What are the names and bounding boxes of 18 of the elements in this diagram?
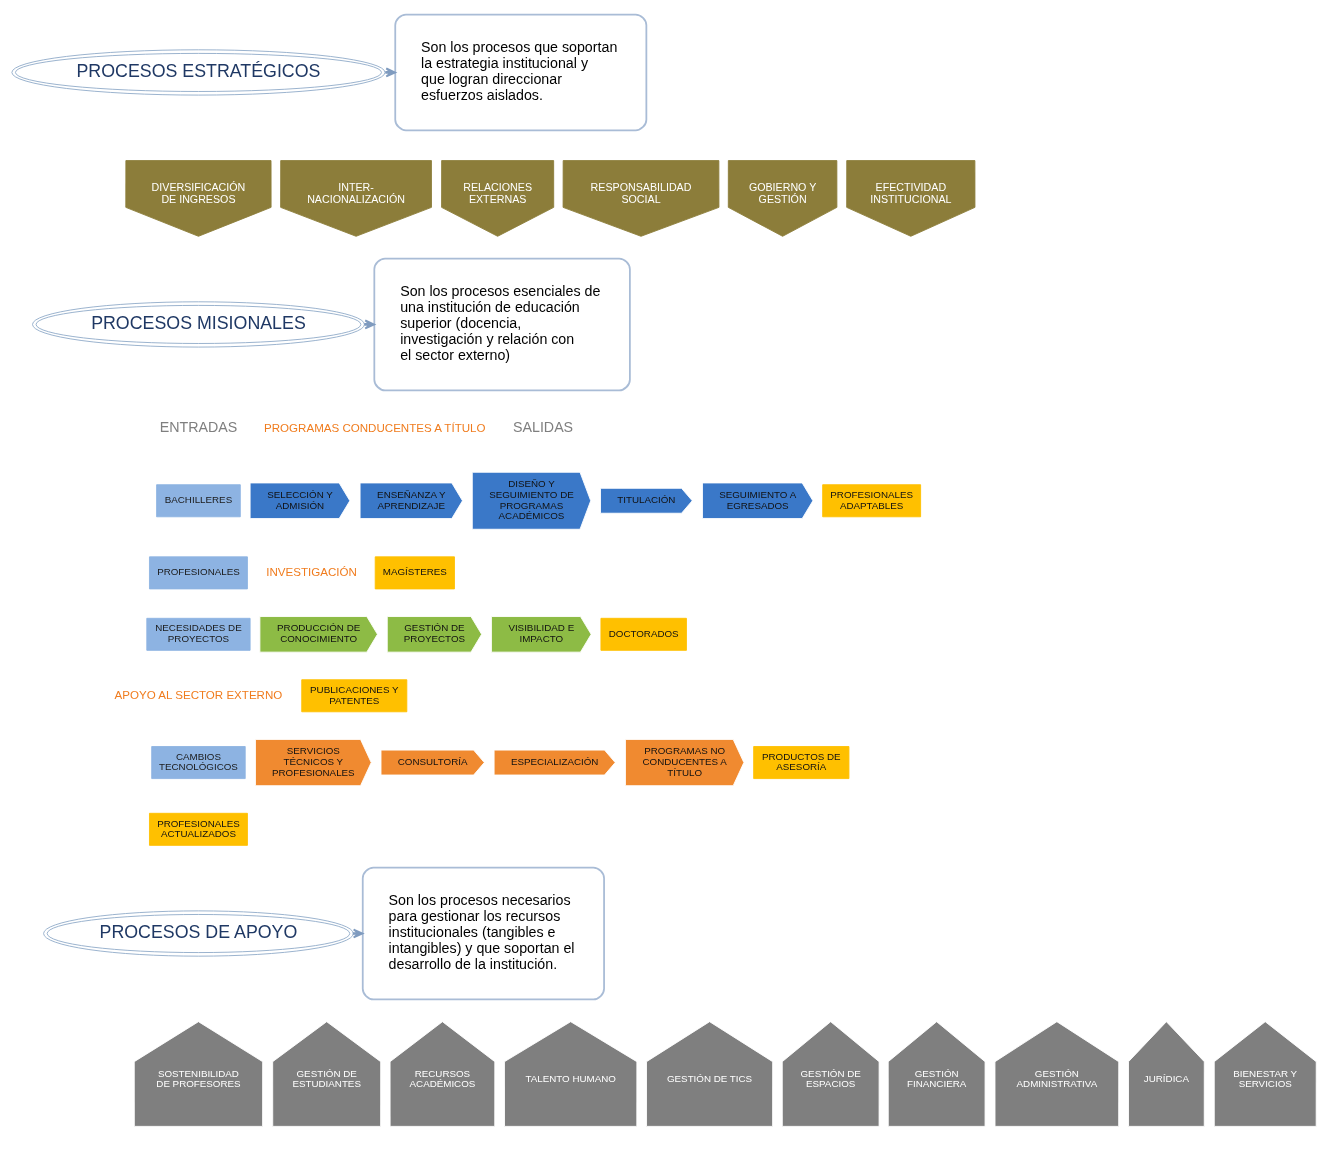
node-box: MAGÍSTERES xyxy=(374,555,455,589)
node-box: PROFESIONALES ACTUALIZADOS xyxy=(149,812,248,846)
node-box: PRODUCTOS DE ASESORÍA xyxy=(753,745,850,779)
node-box: CAMBIOS TECNOLÓGICOS xyxy=(151,745,246,779)
label: PROGRAMAS CONDUCENTES A TÍTULO xyxy=(264,421,486,434)
node-box: PROFESIONALES xyxy=(149,555,248,589)
node-box: Son los procesos que soportan la estrategia institucional y que logran direccionar esfuerzos aislados. xyxy=(394,13,648,131)
node-box: PUBLICACIONES Y PATENTES xyxy=(301,678,408,712)
node-box: BACHILLERES xyxy=(156,483,241,517)
node-box: NECESIDADES DE PROYECTOS xyxy=(146,617,251,651)
label: INVESTIGACIÓN xyxy=(266,565,357,578)
label: APOYO AL SECTOR EXTERNO xyxy=(114,688,283,701)
node-box: PROFESIONALES ADAPTABLES xyxy=(822,483,922,517)
node-box: Son los procesos esenciales de una institución de educación superior (docencia, investigación y relación con el sector externo) xyxy=(373,257,631,391)
label: ENTRADAS xyxy=(159,418,238,435)
node-box: DOCTORADOS xyxy=(600,617,687,651)
label: SALIDAS xyxy=(513,418,574,435)
node-box: Son los procesos necesarios para gestionar los recursos institucionales (tangibles e intangibles) y que soportan el desarrollo de la institución. xyxy=(361,866,605,1000)
